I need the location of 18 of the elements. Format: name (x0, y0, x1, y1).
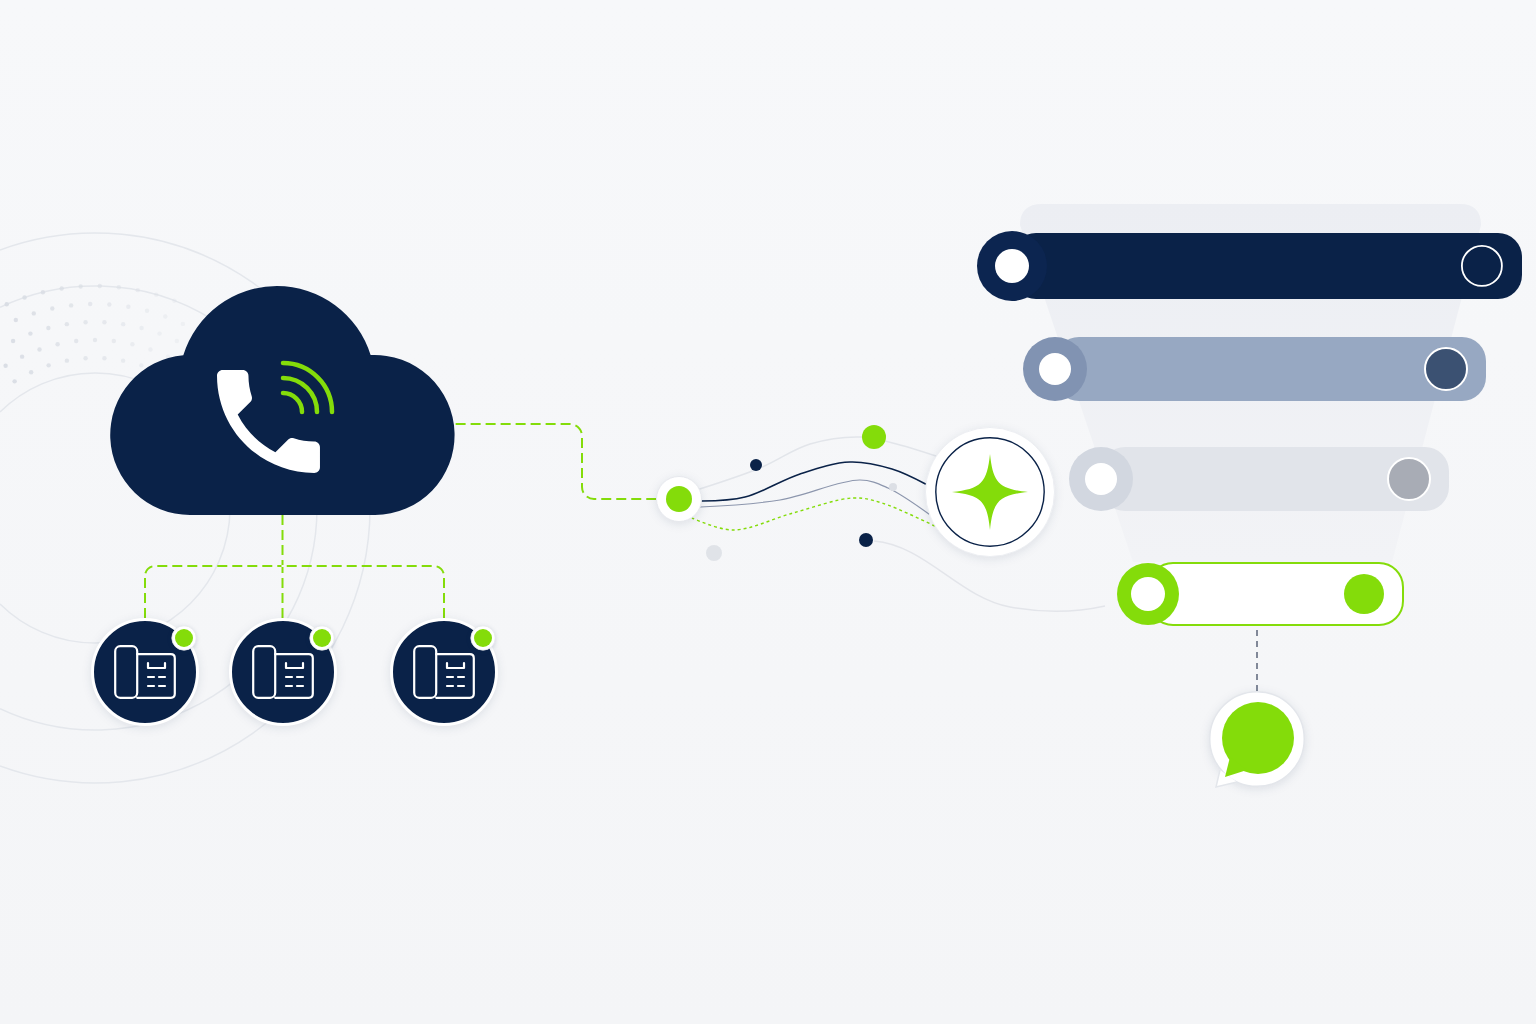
phone-circle (228, 618, 337, 726)
funnel-bar (1023, 337, 1486, 401)
connector-line (698, 436, 937, 490)
dashed-connector (691, 497, 936, 531)
chat-circle (1209, 691, 1305, 788)
dashed-connector (144, 565, 283, 619)
connector-line (699, 479, 930, 515)
junction-node (656, 476, 702, 522)
hub-circle (925, 427, 1055, 557)
phone-circle (91, 618, 199, 726)
dashed-connector (281, 566, 284, 619)
cloud-shape (110, 286, 455, 515)
dashed-connector (281, 514, 284, 566)
funnel-bar (977, 231, 1522, 301)
connector-line (701, 461, 927, 502)
phone-circle (390, 618, 498, 726)
funnel-bar (1069, 447, 1449, 511)
dashed-connector (454, 423, 657, 500)
